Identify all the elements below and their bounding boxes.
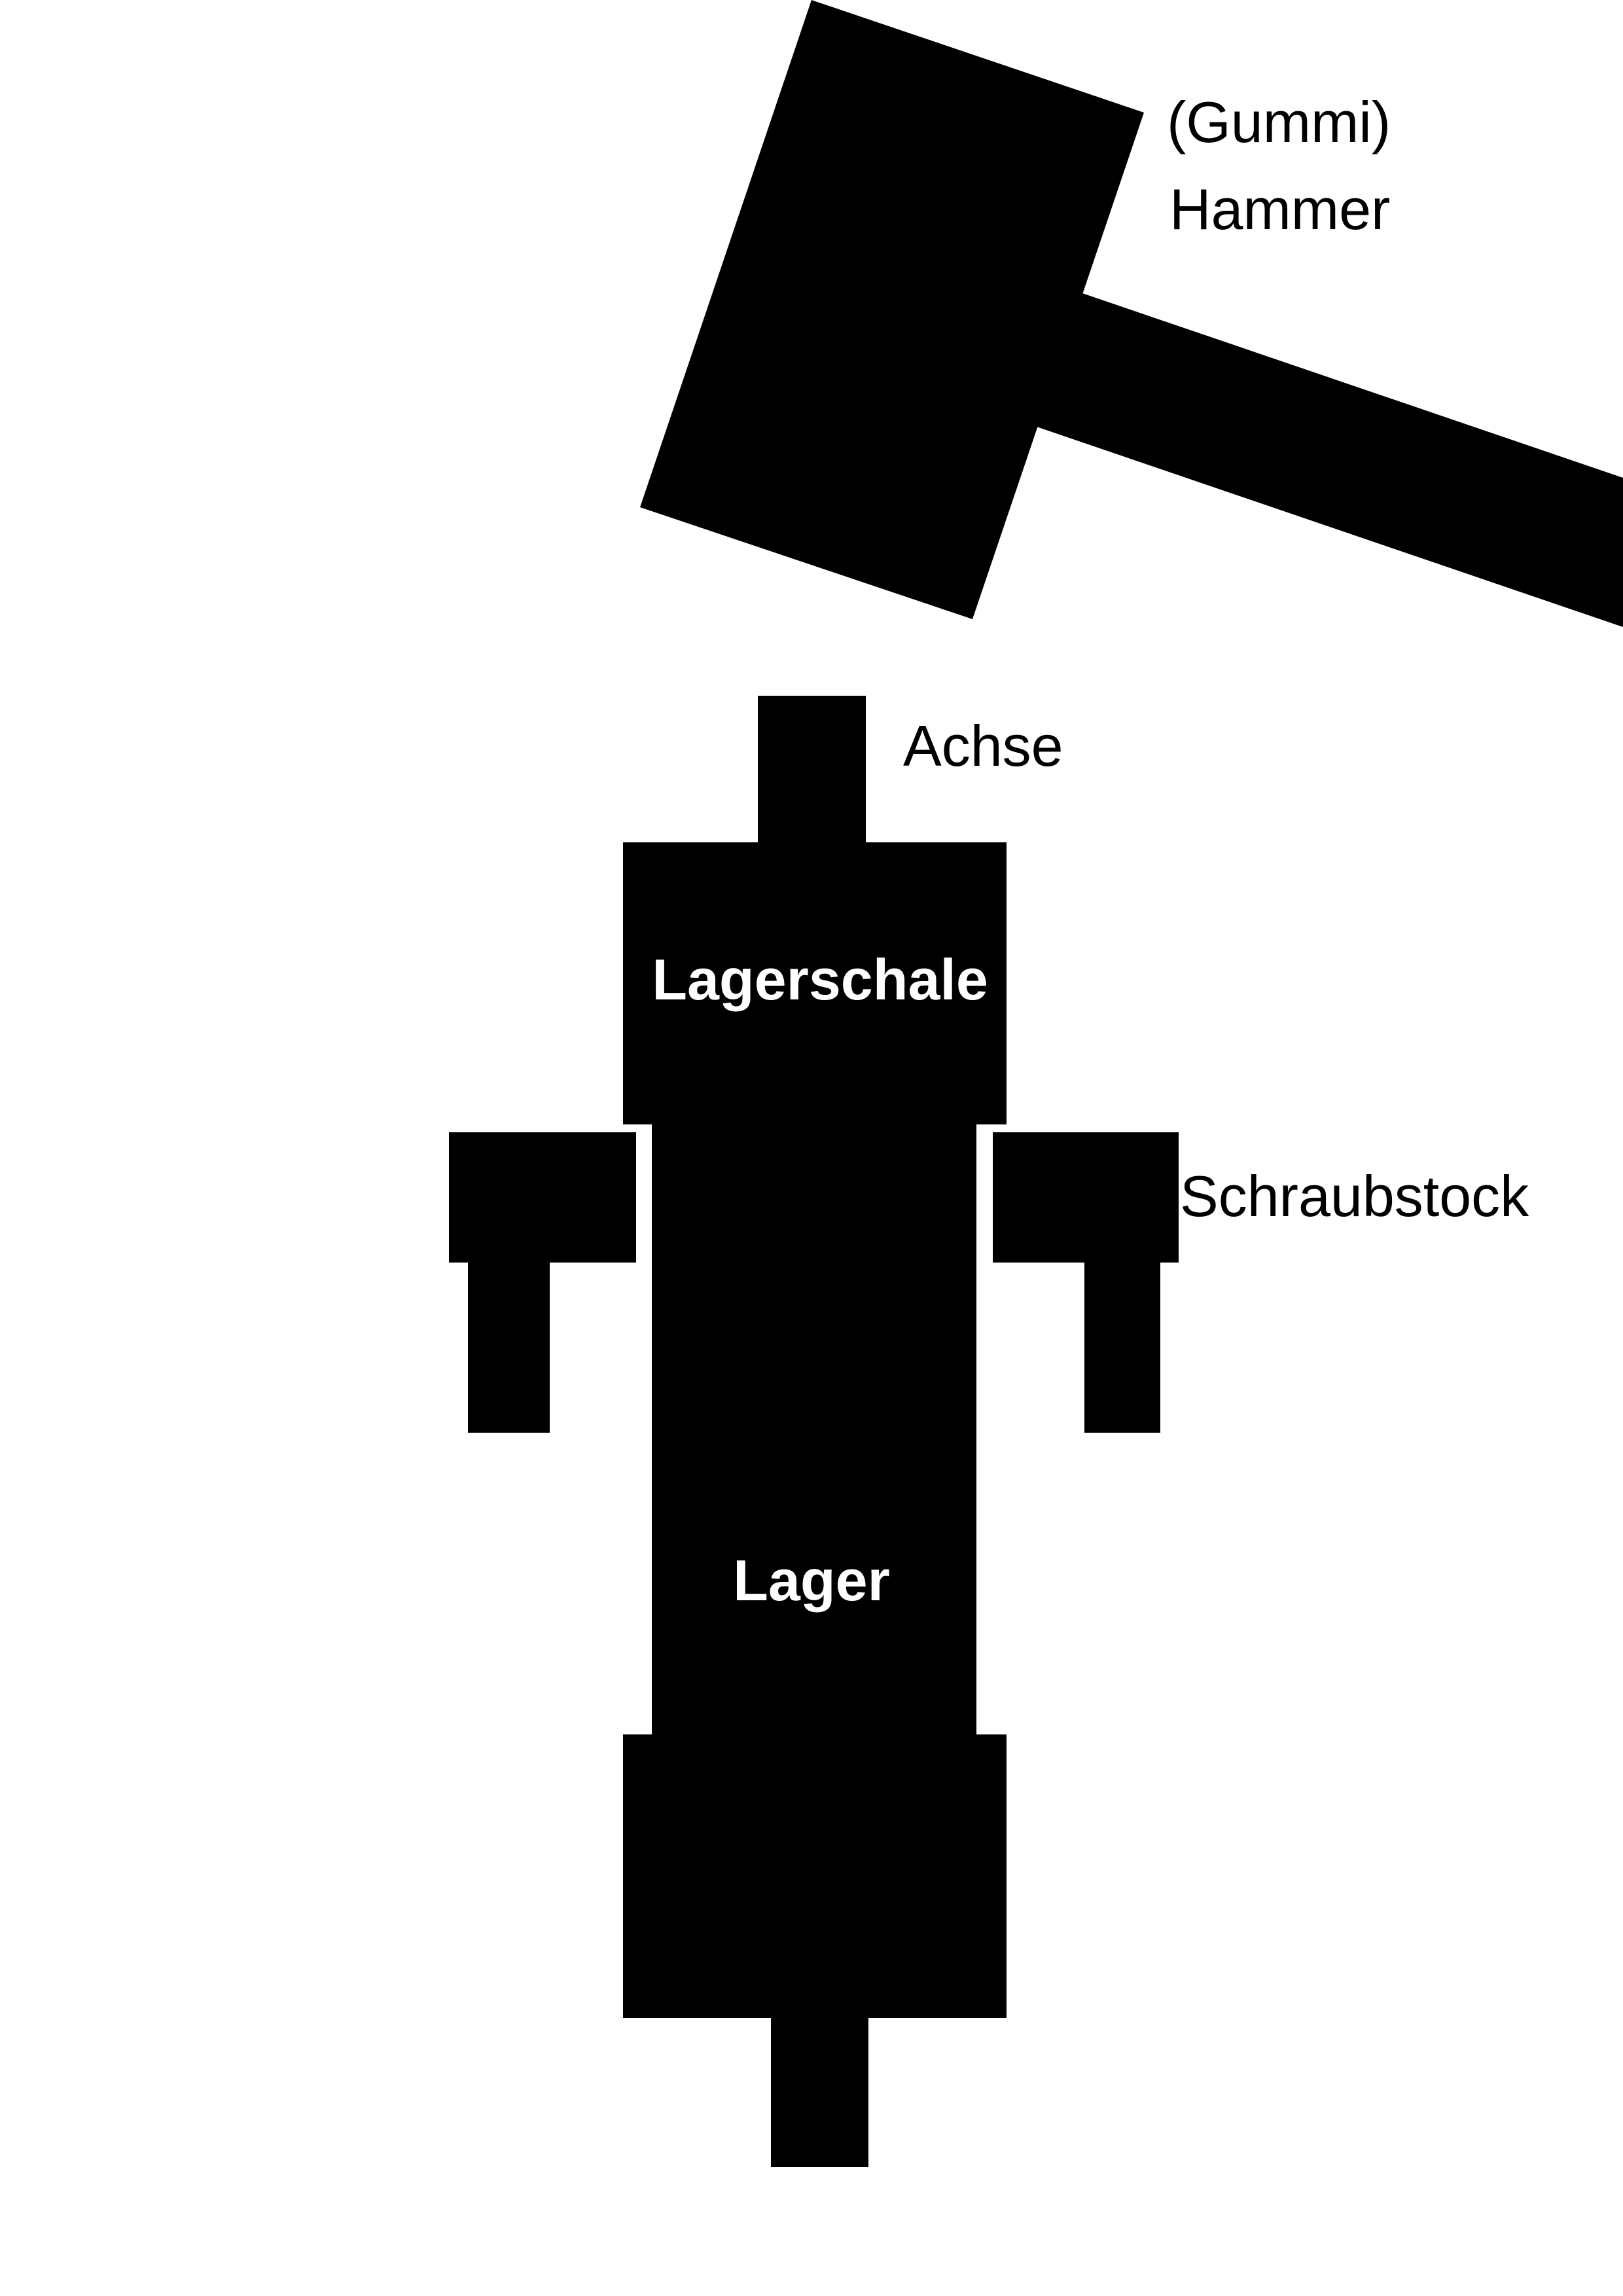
hammer-head [640, 0, 1144, 619]
axle-top [758, 696, 866, 842]
bearing-shell-label: Lagerschale [652, 947, 988, 1012]
hammer-handle [1037, 293, 1623, 627]
axle-label: Achse [903, 713, 1063, 778]
vise-label: Schraubstock [1180, 1164, 1529, 1229]
bearing-body [652, 1119, 976, 1741]
axle-bearing-assembly [623, 696, 1007, 2167]
vise-jaw-right [993, 1132, 1179, 1433]
bearing-label: Lager [733, 1548, 890, 1613]
hammer-label-line1: (Gummi) [1167, 90, 1391, 154]
vise-jaw-left [449, 1132, 636, 1433]
bearing-shell-bottom [623, 1734, 1007, 2018]
rubber-hammer [640, 0, 1623, 627]
hammer-label-line2: Hammer [1169, 177, 1390, 242]
vise [449, 1132, 1179, 1433]
axle-bottom [771, 2016, 868, 2167]
bearing-shell-top [623, 842, 1007, 1124]
